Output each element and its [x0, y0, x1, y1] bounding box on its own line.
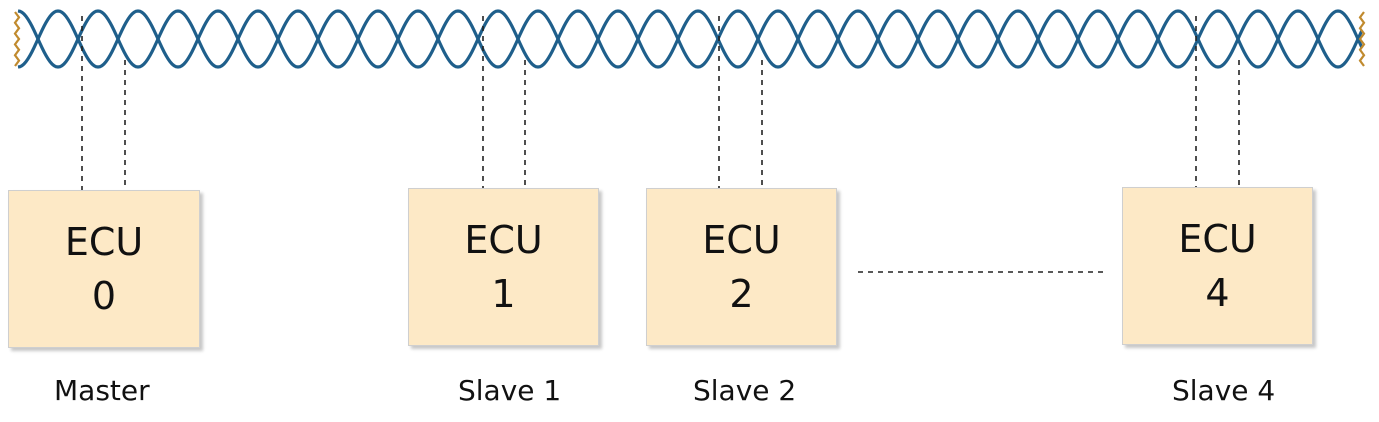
ecu-node-0: ECU 0	[8, 190, 200, 348]
ecu-node-2: ECU 2	[646, 188, 837, 346]
can-low-wire	[17, 9, 1364, 69]
ecu-node-1: ECU 1	[408, 188, 599, 346]
ecu-title: ECU	[702, 218, 781, 262]
twisted-pair-bus	[17, 9, 1364, 69]
ecu-number: 1	[491, 272, 516, 316]
ecu-title: ECU	[64, 220, 144, 264]
ecu-node-4: ECU 4	[1122, 187, 1313, 345]
node-label-slave-2: Slave 2	[693, 374, 797, 407]
node-label-slave-1: Slave 1	[458, 374, 562, 407]
ecu-title: ECU	[1178, 217, 1257, 261]
ecu-number: 2	[729, 272, 754, 316]
ecu-number: 0	[91, 274, 117, 318]
can-high-wire	[17, 9, 1364, 69]
node-label-slave-4: Slave 4	[1172, 374, 1276, 407]
left-terminator	[13, 11, 21, 67]
bus-terminators	[13, 11, 1366, 67]
ecu-title: ECU	[464, 218, 543, 262]
ecu-number: 4	[1205, 271, 1230, 315]
node-label-master: Master	[54, 374, 150, 407]
right-terminator	[1358, 11, 1366, 67]
node-connectors	[81, 16, 1240, 190]
